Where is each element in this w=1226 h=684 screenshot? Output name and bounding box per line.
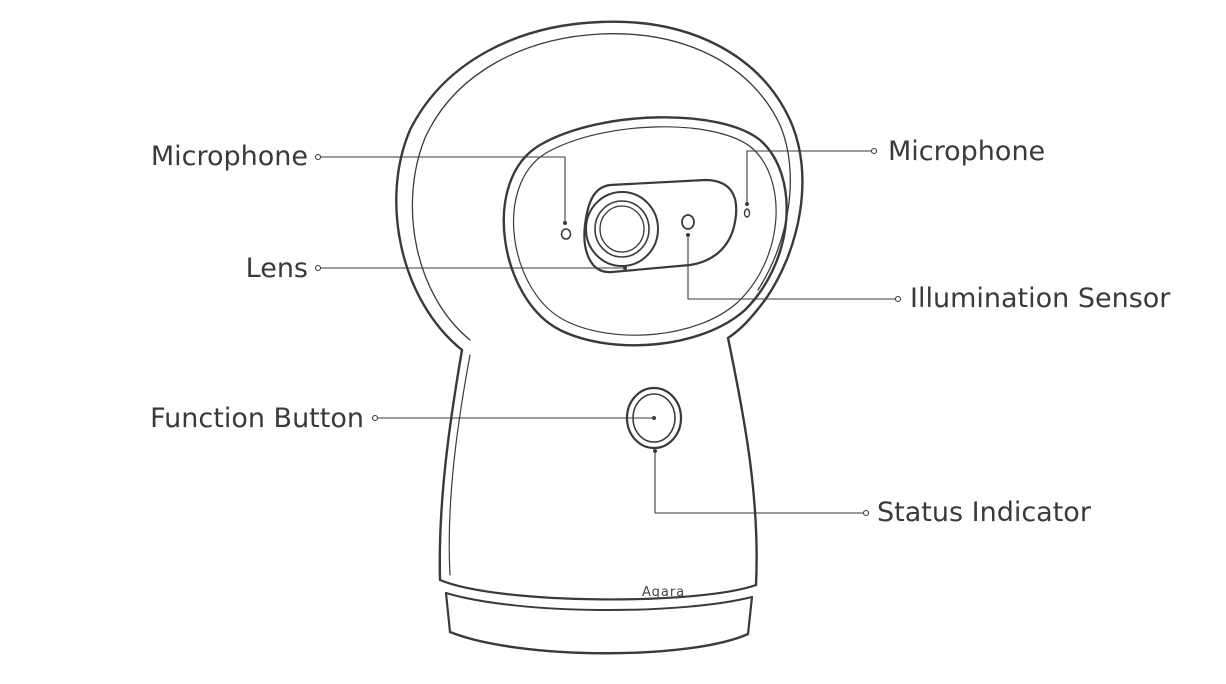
- body-left-edge: [438, 348, 464, 582]
- base-bottom: [448, 630, 750, 655]
- body-left-inner: [448, 354, 471, 576]
- leader-lines: [314, 147, 902, 517]
- mic-hole-left: [560, 228, 572, 240]
- face-plate-inner: [513, 126, 777, 336]
- body-right-edge: [726, 336, 758, 587]
- label-function-button: Function Button: [150, 403, 364, 434]
- label-status-indicator: Status Indicator: [877, 497, 1091, 528]
- mic-hole-right: [743, 208, 751, 218]
- face-plate-outer: [502, 116, 788, 347]
- base-top: [445, 592, 753, 611]
- base-left: [444, 591, 452, 634]
- label-microphone-left: Microphone: [150, 141, 308, 172]
- camera-head-outer: [395, 20, 804, 352]
- lens-outer-ring: [585, 191, 659, 267]
- body-bottom-rim: [438, 578, 758, 601]
- label-illumination-sensor: Illumination Sensor: [910, 283, 1171, 314]
- brand-logo-text: Aqara: [642, 585, 686, 600]
- lens-inner-ring: [599, 205, 645, 253]
- base-right: [746, 595, 754, 636]
- lens-housing: [583, 178, 738, 274]
- camera-head-inner: [411, 33, 791, 341]
- label-microphone-right: Microphone: [888, 136, 1046, 167]
- lens-middle-ring: [594, 200, 650, 258]
- label-lens: Lens: [245, 253, 308, 284]
- illumination-sensor: [681, 214, 695, 230]
